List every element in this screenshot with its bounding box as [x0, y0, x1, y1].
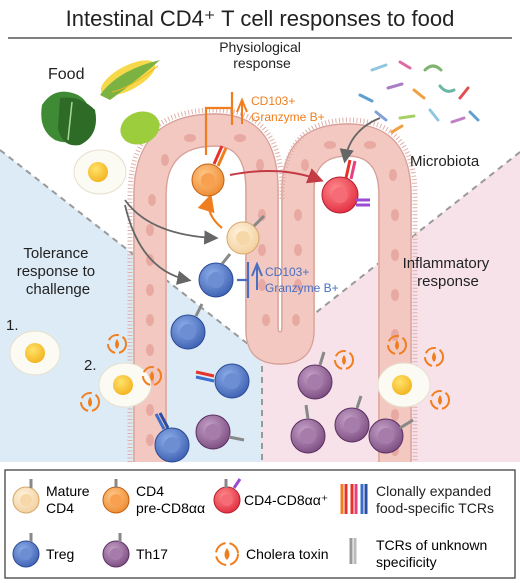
legend-treg: Treg [12, 533, 74, 568]
svg-text:CD4: CD4 [136, 483, 164, 499]
spinach-icon [41, 91, 96, 146]
th17-cell-tolerance [195, 414, 245, 450]
arrow-food-to-treg [124, 204, 192, 285]
treg-cells-lower [154, 303, 250, 463]
annotation-middle: CD103+ Granzyme B+ [237, 261, 339, 298]
svg-text:Mature: Mature [46, 483, 90, 499]
microbiota-label: Microbiota [410, 153, 480, 170]
food-label: Food [48, 66, 84, 83]
svg-text:CD103+: CD103+ [251, 94, 295, 108]
cell-treg-middle [198, 253, 234, 298]
svg-text:pre-CD8αα: pre-CD8αα [136, 500, 205, 516]
svg-text:CD103+: CD103+ [265, 265, 309, 279]
svg-text:Granzyme B+: Granzyme B+ [265, 281, 339, 295]
th17-cells-inflammatory [290, 351, 414, 454]
legend-th17: Th17 [102, 533, 168, 568]
step-2-label: 2. [84, 357, 97, 374]
legend-cd4-pre-cd8: CD4 pre-CD8αα [102, 479, 205, 516]
egg-icon-step2 [98, 362, 152, 408]
legend-clonal-tcrs: Clonally expanded food-specific TCRs [340, 483, 494, 516]
cholera-toxin-icons [80, 334, 450, 412]
arrow-food-to-mature [124, 199, 219, 245]
svg-text:Clonally expanded: Clonally expanded [376, 483, 491, 499]
svg-text:TCRs of unknown: TCRs of unknown [376, 537, 487, 553]
svg-text:CD4: CD4 [46, 500, 74, 516]
legend-cd4-cd8: CD4-CD8αα⁺ [213, 478, 328, 514]
legend-mature-cd4: Mature CD4 [12, 479, 90, 516]
legend: Mature CD4 CD4 pre-CD8αα CD4-CD8αα⁺ Clon… [12, 478, 494, 570]
bean-icon [120, 111, 160, 145]
corn-icon [100, 60, 160, 100]
tolerance-region [0, 150, 262, 462]
cell-cd4-cd8 [321, 159, 370, 214]
cell-cd4-pre-cd8 [191, 145, 228, 197]
arrow-mature-to-precd8 [197, 193, 223, 229]
legend-unknown-tcrs: TCRs of unknown specificity [349, 537, 487, 570]
svg-text:Treg: Treg [46, 546, 74, 562]
figure-title: Intestinal CD4⁺ T cell responses to food [66, 6, 455, 31]
microbiota-icon [358, 60, 480, 134]
egg-icon-step1 [9, 330, 61, 376]
svg-text:Granzyme B+: Granzyme B+ [251, 110, 325, 124]
annotation-top: CD103+ Granzyme B+ [204, 92, 325, 155]
tolerance-label: Tolerance response to challenge [17, 245, 100, 298]
cell-mature-cd4 [226, 214, 266, 255]
legend-box [4, 469, 516, 579]
step-1-label: 1. [6, 317, 19, 334]
arrow-microbiota-to-cd8 [339, 117, 381, 164]
svg-text:Th17: Th17 [136, 546, 168, 562]
svg-text:specificity: specificity [376, 554, 437, 570]
divider-left [0, 149, 263, 356]
arrow-precd8-to-cd8 [229, 168, 324, 184]
egg-icon-food [73, 149, 127, 195]
svg-text:CD4-CD8αα⁺: CD4-CD8αα⁺ [244, 492, 328, 508]
physiological-label: Physiological response [219, 39, 305, 71]
inflammatory-label: Inflammatory response [403, 255, 494, 290]
svg-text:Cholera toxin: Cholera toxin [246, 546, 329, 562]
egg-icon-inflammatory [377, 362, 431, 408]
legend-cholera-toxin: Cholera toxin [215, 542, 329, 566]
flame-icons [88, 339, 442, 407]
svg-text:food-specific TCRs: food-specific TCRs [376, 500, 494, 516]
